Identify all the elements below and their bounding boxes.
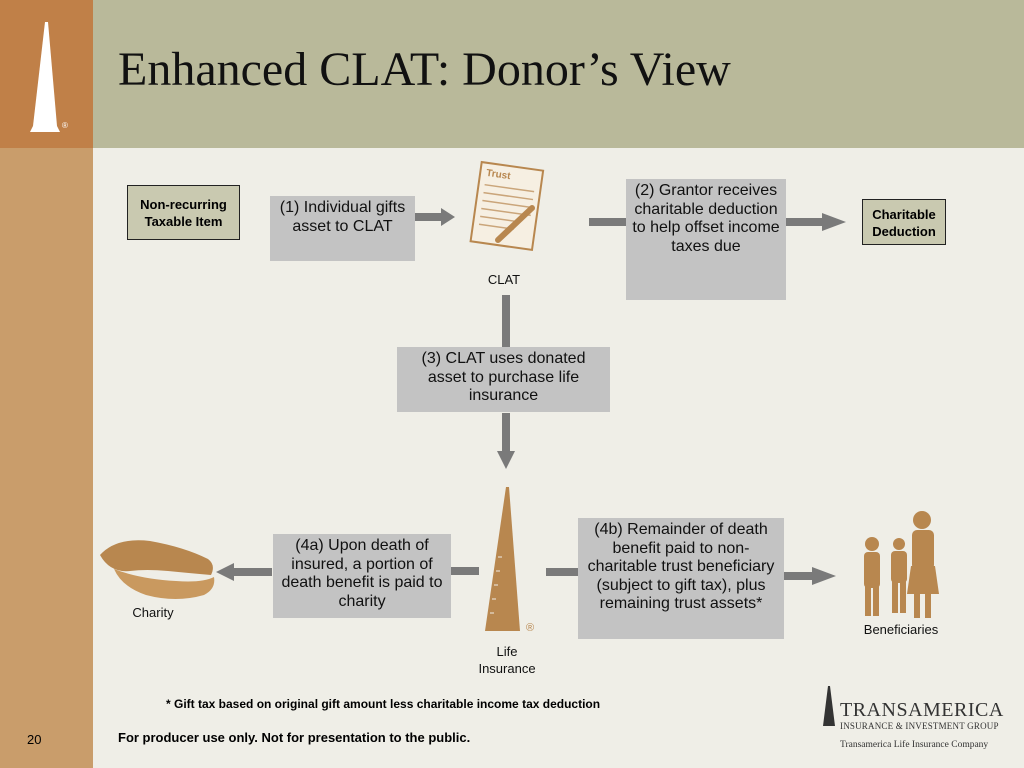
- nonrecurring-label: Non-recurring Taxable Item: [140, 197, 227, 229]
- nonrecurring-taxable-item-box: Non-recurring Taxable Item: [127, 185, 240, 240]
- life-insurance-label: Life Insurance: [478, 644, 536, 676]
- step4b-text: (4b) Remainder of death benefit paid to …: [587, 521, 775, 612]
- step4a-text: (4a) Upon death of insured, a portion of…: [281, 537, 443, 610]
- footer-disclaimer: For producer use only. Not for presentat…: [118, 730, 471, 745]
- logo-panel: ®: [0, 0, 93, 148]
- life-insurance-pyramid-icon: ®: [485, 487, 534, 634]
- brand-sub: INSURANCE & INVESTMENT GROUP: [840, 721, 999, 731]
- charitable-deduction-box: Charitable Deduction: [862, 199, 946, 245]
- family-icon: [864, 511, 939, 618]
- pyramid-logo-icon: ®: [30, 22, 68, 132]
- clat-label: CLAT: [487, 272, 521, 287]
- footnote: * Gift tax based on original gift amount…: [166, 697, 601, 711]
- brand-pyramid-icon: [823, 686, 835, 726]
- trust-document-icon: Trust: [469, 160, 545, 252]
- step3-text: (3) CLAT uses donated asset to purchase …: [421, 350, 586, 404]
- step2-text: (2) Grantor receives charitable deductio…: [632, 182, 780, 255]
- charitable-deduction-label: Charitable Deduction: [872, 207, 936, 239]
- step2-box: (2) Grantor receives charitable deductio…: [626, 179, 786, 300]
- brand-block: TRANSAMERICA INSURANCE & INVESTMENT GROU…: [840, 700, 1004, 750]
- step1-text: (1) Individual gifts asset to CLAT: [279, 199, 406, 235]
- beneficiaries-label: Beneficiaries: [863, 622, 939, 637]
- hands-icon: [100, 540, 215, 599]
- page-number: 20: [27, 732, 42, 747]
- step3-box: (3) CLAT uses donated asset to purchase …: [397, 347, 610, 412]
- trust-label: Trust: [485, 168, 511, 182]
- brand-company: Transamerica Life Insurance Company: [840, 740, 989, 750]
- svg-text:®: ®: [62, 121, 68, 130]
- slide-title: Enhanced CLAT: Donor’s View: [118, 43, 731, 96]
- brand-name: TRANSAMERICA: [840, 699, 1004, 721]
- svg-text:®: ®: [526, 622, 534, 634]
- step4a-box: (4a) Upon death of insured, a portion of…: [273, 534, 451, 618]
- charity-label: Charity: [132, 605, 174, 620]
- step1-box: (1) Individual gifts asset to CLAT: [270, 196, 415, 261]
- step4b-box: (4b) Remainder of death benefit paid to …: [578, 518, 784, 639]
- header-bar: [93, 0, 1024, 148]
